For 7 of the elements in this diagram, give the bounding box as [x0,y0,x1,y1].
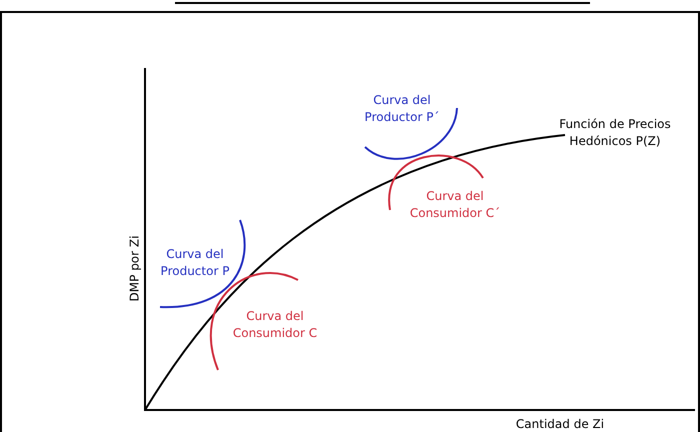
axis-label: DMP por Zi [126,234,142,304]
axis-label: Cantidad de Zi [514,416,606,432]
curve-label: Curva del Productor P´ [364,92,440,126]
curve-label: Función de Precios Hedónicos P(Z) [558,116,672,150]
curve-label: Curva del Consumidor C [232,308,318,342]
curve-label: Curva del Productor P [160,246,230,280]
curve-label: Curva del Consumidor C´ [408,188,502,222]
